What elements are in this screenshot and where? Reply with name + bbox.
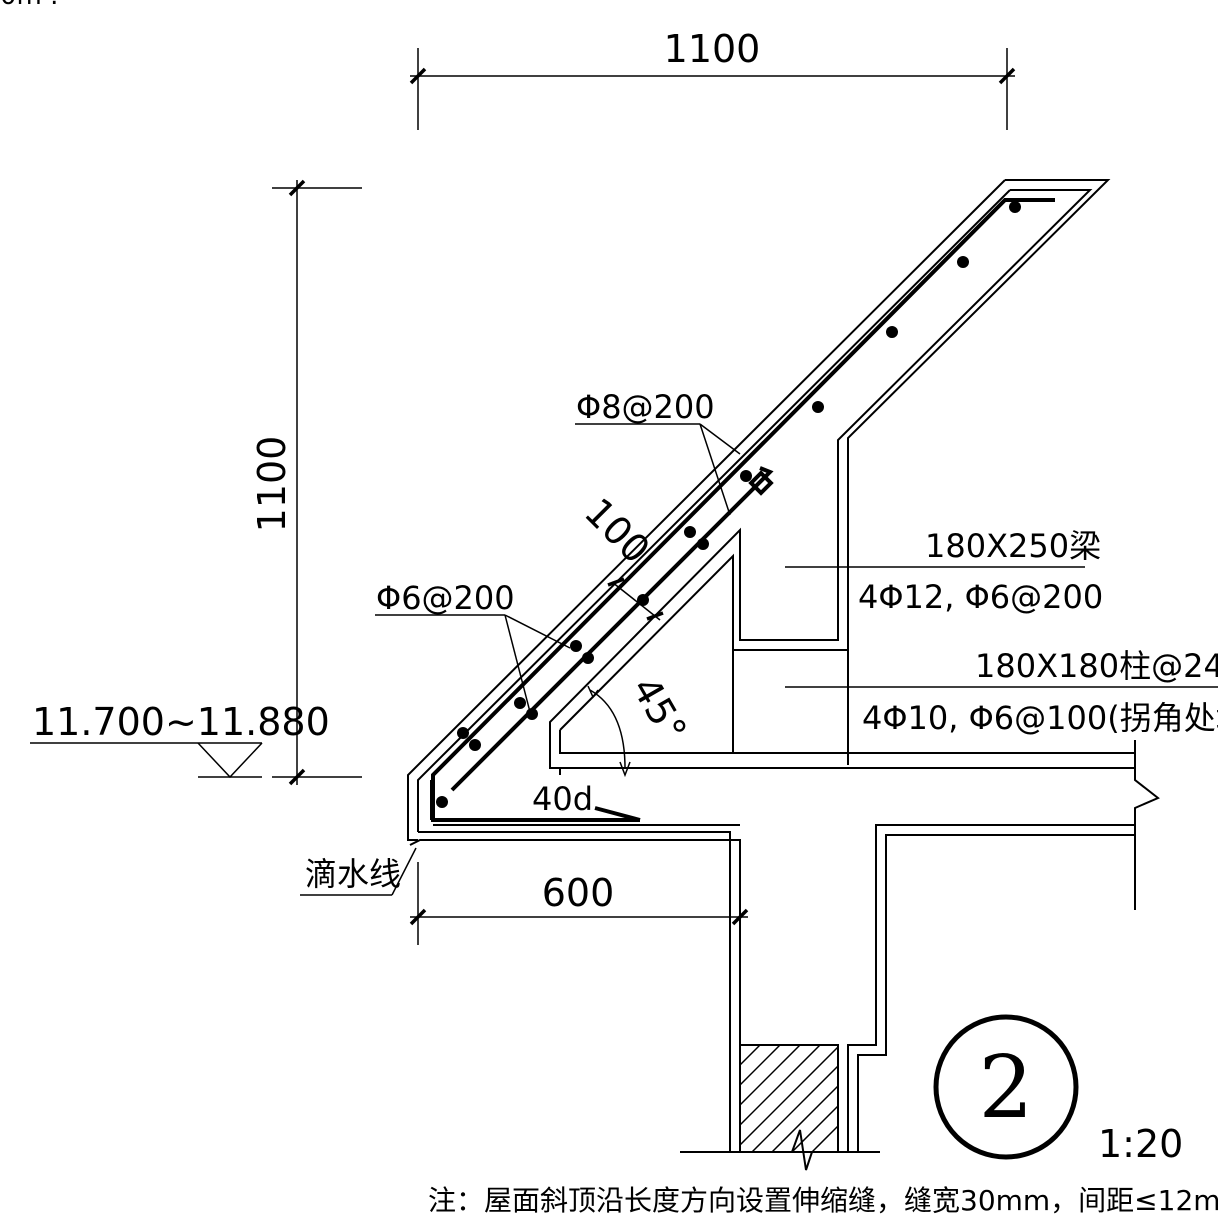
lower-rebar-label: Φ6@200 xyxy=(376,579,515,617)
detail-callout: 2 1:20 xyxy=(933,1014,1183,1166)
rebar-dots xyxy=(436,201,1021,808)
drip-line-label: 滴水线 xyxy=(305,855,401,893)
reinforcement-bars xyxy=(430,198,1055,822)
upper-rebar-label: Φ8@200 xyxy=(576,388,715,426)
left-dimension: 1100 xyxy=(250,179,362,786)
column-annotation: 180X180柱@2400 4Φ10, Φ6@100(拐角处均设) xyxy=(785,647,1218,737)
lower-rebar-callout: Φ6@200 xyxy=(375,579,571,713)
column-size-label: 180X180柱@2400 xyxy=(975,647,1218,685)
top-dimension: 1100 xyxy=(409,27,1016,130)
anchor-length-label: 40d xyxy=(532,780,593,818)
column-reinforcement-label: 4Φ10, Φ6@100(拐角处均设) xyxy=(862,699,1218,737)
top-dimension-value: 1100 xyxy=(664,27,761,71)
elevation-value: 11.700~11.880 xyxy=(32,700,330,744)
detail-scale: 1:20 xyxy=(1098,1122,1183,1166)
note-text: 注：屋面斜顶沿长度方向设置伸缩缝，缝宽30mm，间距≤12m。两侧设立柱 xyxy=(428,1184,1218,1217)
clipped-top-text: 0m . xyxy=(0,0,58,11)
bottom-dimension-value: 600 xyxy=(542,871,615,915)
angle-value: 45° xyxy=(623,669,695,749)
left-dimension-value: 1100 xyxy=(250,436,294,533)
bottom-dimension: 600 xyxy=(409,862,749,945)
beam-reinforcement-label: 4Φ12, Φ6@200 xyxy=(858,578,1103,616)
beam-annotation: 180X250梁 4Φ12, Φ6@200 xyxy=(785,527,1103,616)
concrete-outline xyxy=(407,179,1160,1171)
detail-number: 2 xyxy=(979,1038,1034,1138)
hatched-wall xyxy=(739,1044,839,1153)
drip-line-callout: 滴水线 xyxy=(300,847,417,896)
elevation-marker: 11.700~11.880 xyxy=(30,700,330,779)
beam-size-label: 180X250梁 xyxy=(925,527,1101,565)
upper-rebar-callout: Φ8@200 xyxy=(575,388,741,516)
